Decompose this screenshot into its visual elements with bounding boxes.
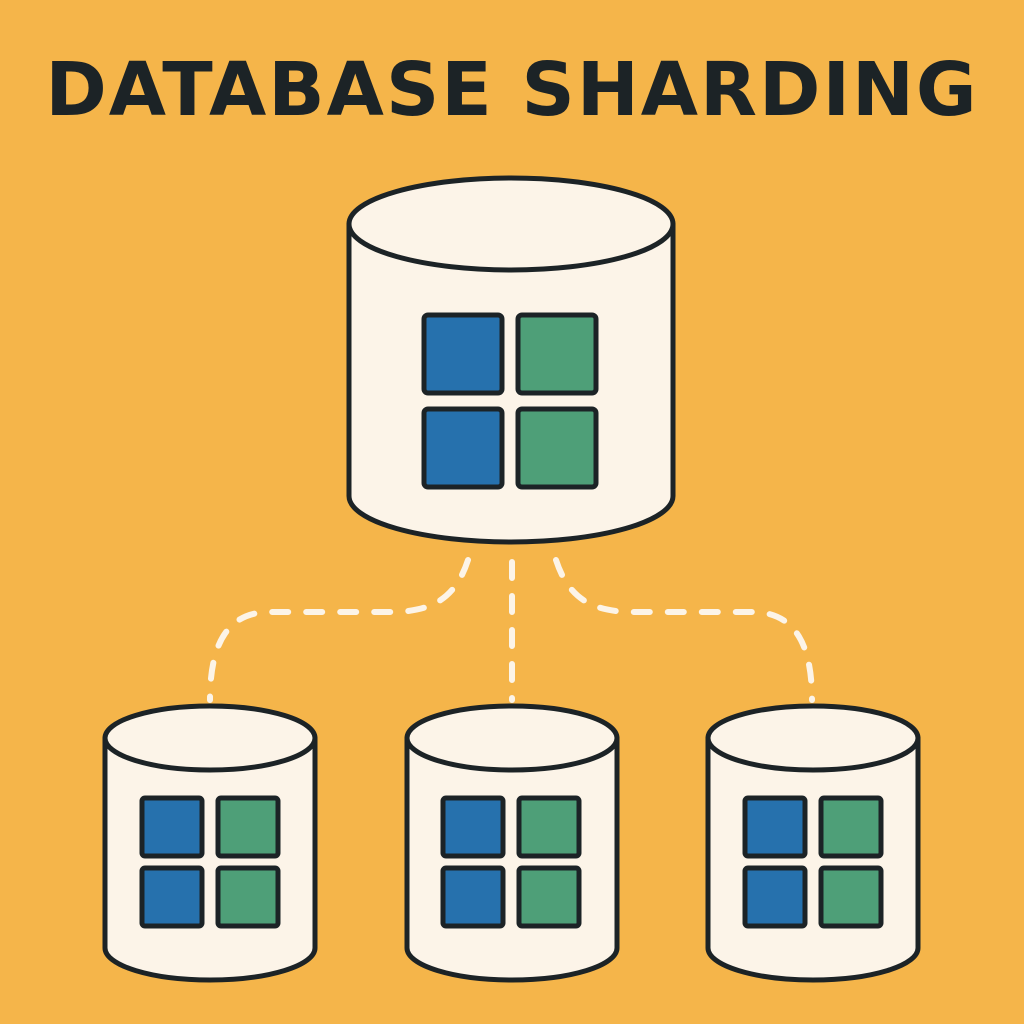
connectors (207, 557, 815, 703)
data-block (421, 312, 505, 396)
data-block (516, 795, 582, 859)
diagram-title: DATABASE SHARDING (45, 47, 979, 133)
data-block (421, 406, 505, 490)
connector-shard-1 (207, 557, 471, 703)
data-block (139, 865, 205, 929)
data-block (818, 865, 884, 929)
shard-database-2 (404, 703, 620, 983)
shard-2-top (404, 703, 620, 773)
shard-1-top (102, 703, 318, 773)
shard-3-body (705, 735, 921, 983)
data-block (818, 795, 884, 859)
shard-database-1 (102, 703, 318, 983)
data-block (516, 865, 582, 929)
data-block (215, 865, 281, 929)
data-block (742, 865, 808, 929)
shard-1-body (102, 735, 318, 983)
connector-shard-3 (553, 557, 815, 703)
data-block (742, 795, 808, 859)
data-block (515, 406, 599, 490)
main-database-top (346, 175, 676, 273)
data-block (440, 865, 506, 929)
data-block (440, 795, 506, 859)
shard-2-body (404, 735, 620, 983)
shard-database-3 (705, 703, 921, 983)
data-block (515, 312, 599, 396)
main-database (346, 175, 676, 545)
shard-3-top (705, 703, 921, 773)
data-block (139, 795, 205, 859)
data-block (215, 795, 281, 859)
